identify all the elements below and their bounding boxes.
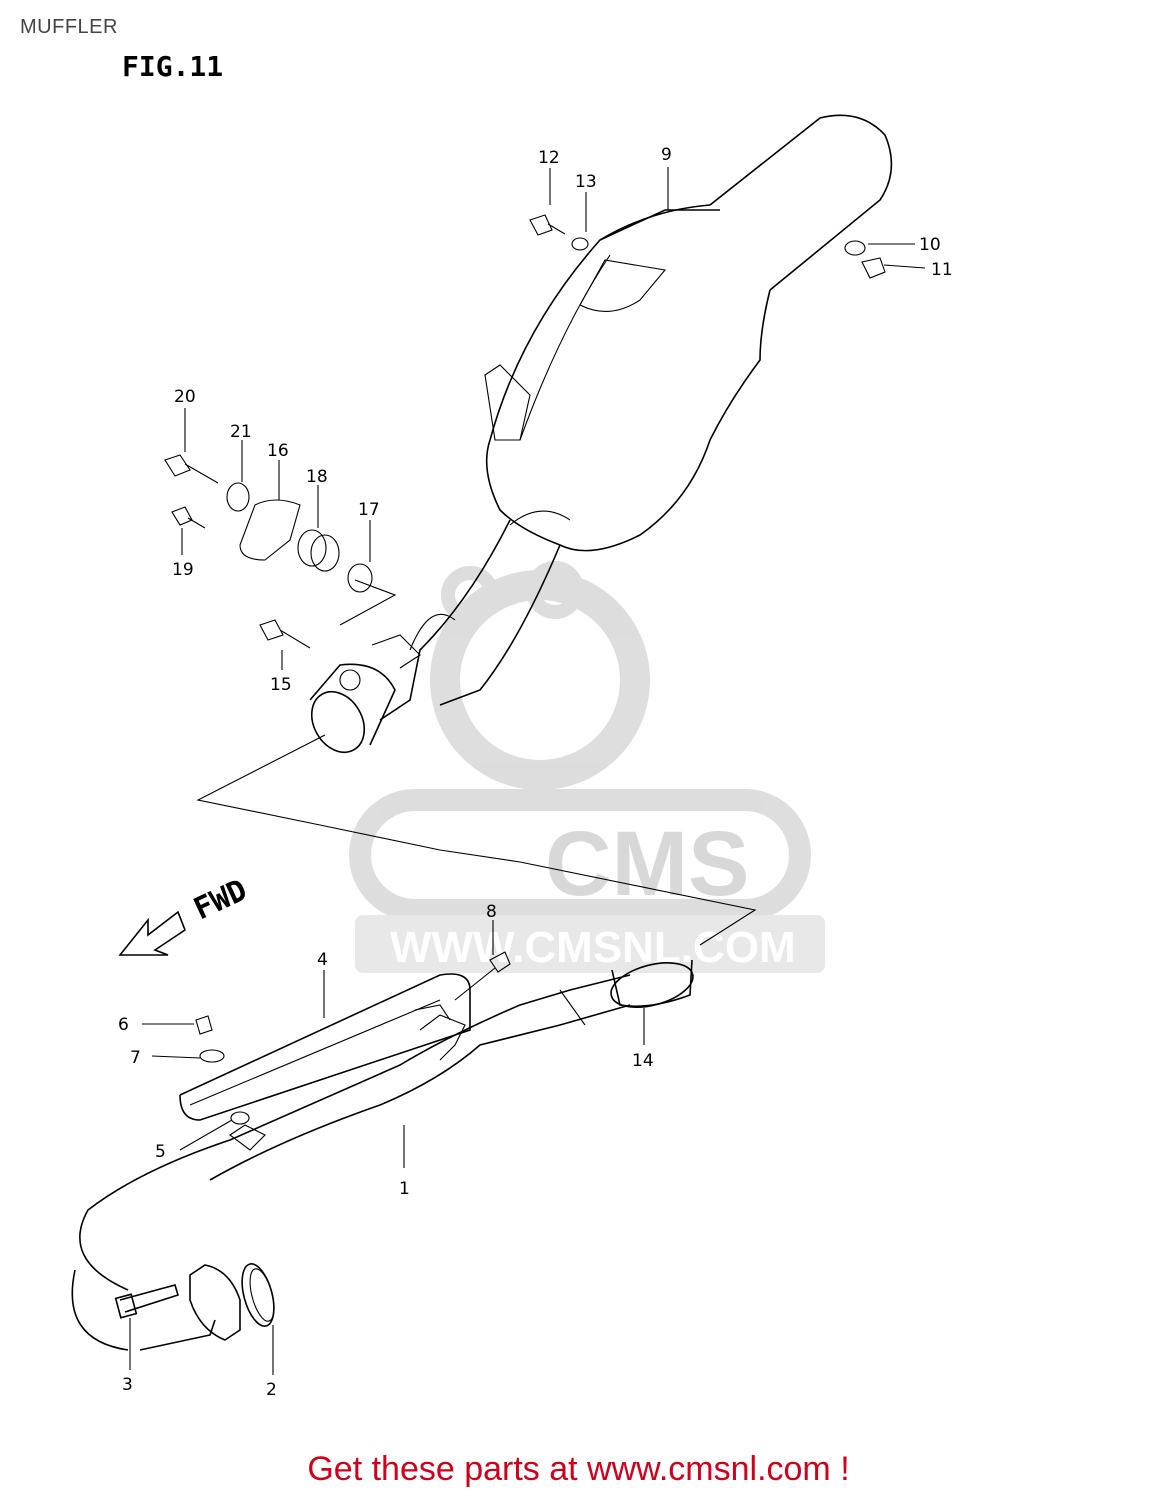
joint-sleeve — [610, 959, 694, 1008]
get-parts-link[interactable]: Get these parts at www.cmsnl.com ! — [307, 1450, 850, 1488]
part-number-15: 15 — [270, 675, 292, 695]
watermark-logo-text: CMS — [545, 813, 749, 915]
fasteners — [164, 214, 886, 1125]
part-number-5: 5 — [155, 1142, 166, 1162]
part-number-8: 8 — [486, 902, 497, 922]
callout-leaders — [129, 167, 926, 1375]
pipe-clamp-joint — [309, 579, 421, 753]
part-number-9: 9 — [661, 145, 672, 165]
part-number-16: 16 — [267, 441, 289, 461]
part-number-12: 12 — [538, 148, 560, 168]
part-number-18: 18 — [306, 467, 328, 487]
part-number-11: 11 — [931, 260, 953, 280]
fwd-label: FWD — [189, 873, 253, 928]
part-number-3: 3 — [122, 1375, 133, 1395]
part-number-1: 1 — [399, 1179, 410, 1199]
exhaust-flange — [114, 1263, 275, 1341]
cms-watermark: CMS WWW.CMSNL.COM — [349, 561, 825, 973]
part-number-10: 10 — [919, 235, 941, 255]
part-number-4: 4 — [317, 950, 328, 970]
assembly-leader-line — [196, 734, 757, 946]
heat-shield — [179, 973, 471, 1121]
part-number-2: 2 — [266, 1380, 277, 1400]
exhaust-header-pipe — [71, 974, 631, 1351]
page-title: MUFFLER — [20, 16, 118, 38]
muffler-body — [379, 114, 893, 721]
part-number-19: 19 — [172, 560, 194, 580]
forward-direction-arrow: FWD — [118, 873, 253, 956]
part-number-20: 20 — [174, 387, 196, 407]
figure-label: FIG.11 — [122, 50, 224, 83]
watermark-url-text: WWW.CMSNL.COM — [390, 923, 796, 972]
part-number-7: 7 — [130, 1048, 141, 1068]
part-number-6: 6 — [118, 1015, 129, 1035]
part-number-21: 21 — [230, 422, 252, 442]
part-number-13: 13 — [575, 172, 597, 192]
part-number-17: 17 — [358, 500, 380, 520]
part-number-labels: 12 13 9 10 11 20 21 16 18 17 19 15 8 4 6… — [118, 145, 953, 1400]
part-number-14: 14 — [632, 1051, 654, 1071]
